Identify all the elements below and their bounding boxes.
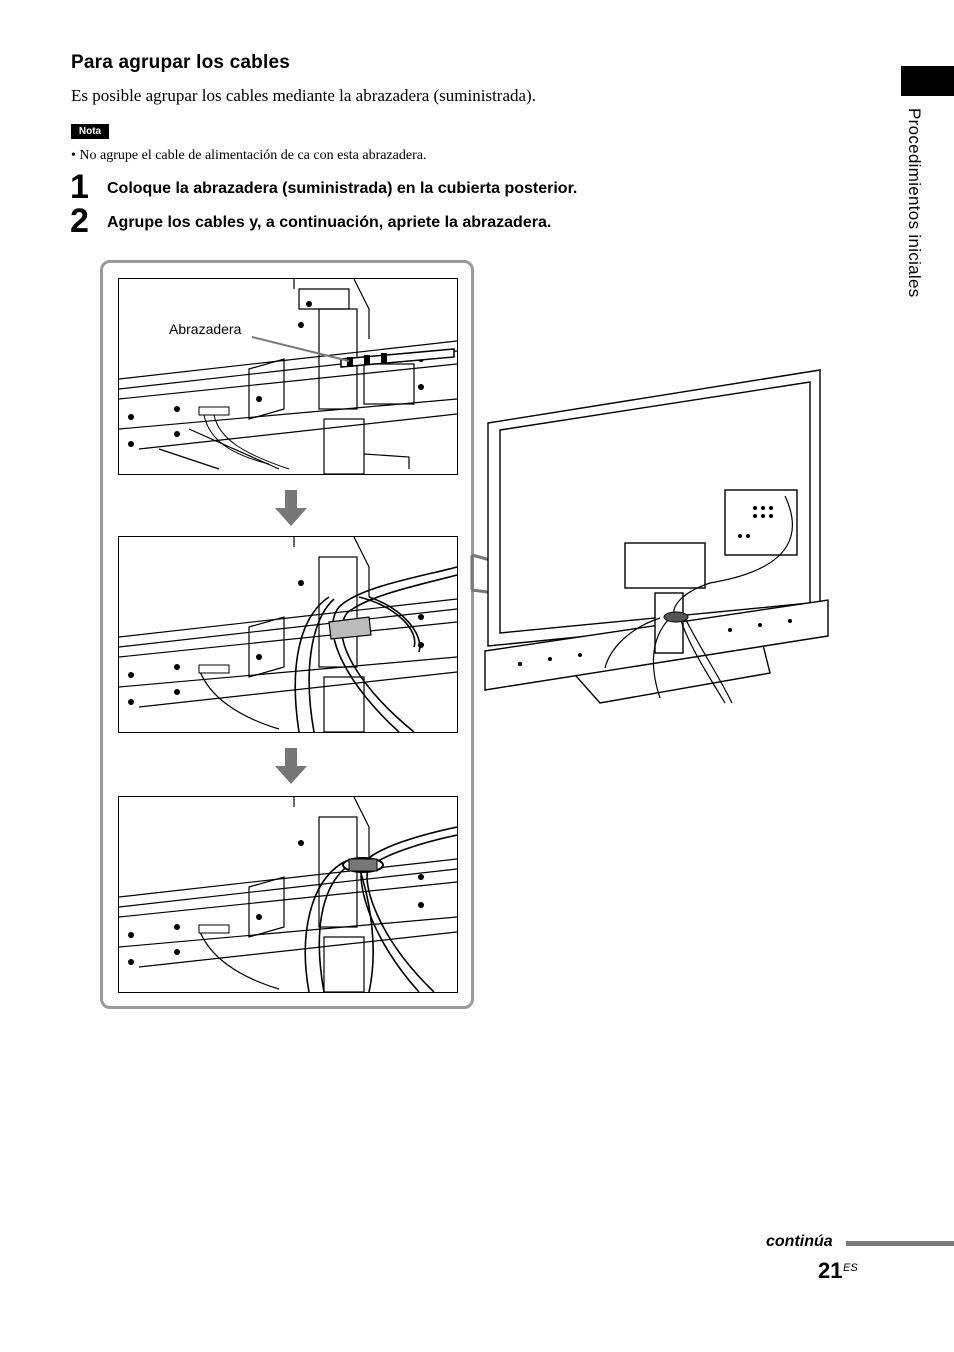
page-language-suffix: ES [843,1262,858,1274]
intro-paragraph: Es posible agrupar los cables mediante l… [71,86,536,105]
section-tab-marker [901,66,954,96]
step-2-number: 2 [70,202,89,240]
tv-rear-illustration [480,368,832,710]
clamp-callout-label: Abrazadera [168,321,243,337]
illustration-panel-tighten-clamp [118,796,458,993]
continues-label: continúa [766,1233,833,1250]
illustration-panel-bundle-cables [118,536,458,733]
step-2-text: Agrupe los cables y, a continuación, apr… [107,214,552,231]
section-heading: Para agrupar los cables [71,52,290,73]
illustration-panel-attach-clamp [118,278,458,475]
down-arrow-icon [275,748,307,789]
note-text: • No agrupe el cable de alimentación de … [71,148,427,163]
step-1-number: 1 [70,168,89,206]
section-side-label: Procedimientos iniciales [905,108,924,298]
page-number: 21 [818,1258,843,1283]
note-badge: Nota [71,124,109,139]
continues-bar [846,1241,954,1246]
step-1-text: Coloque la abrazadera (suministrada) en … [107,180,578,197]
down-arrow-icon [275,490,307,531]
illustration-frame [100,260,474,1009]
